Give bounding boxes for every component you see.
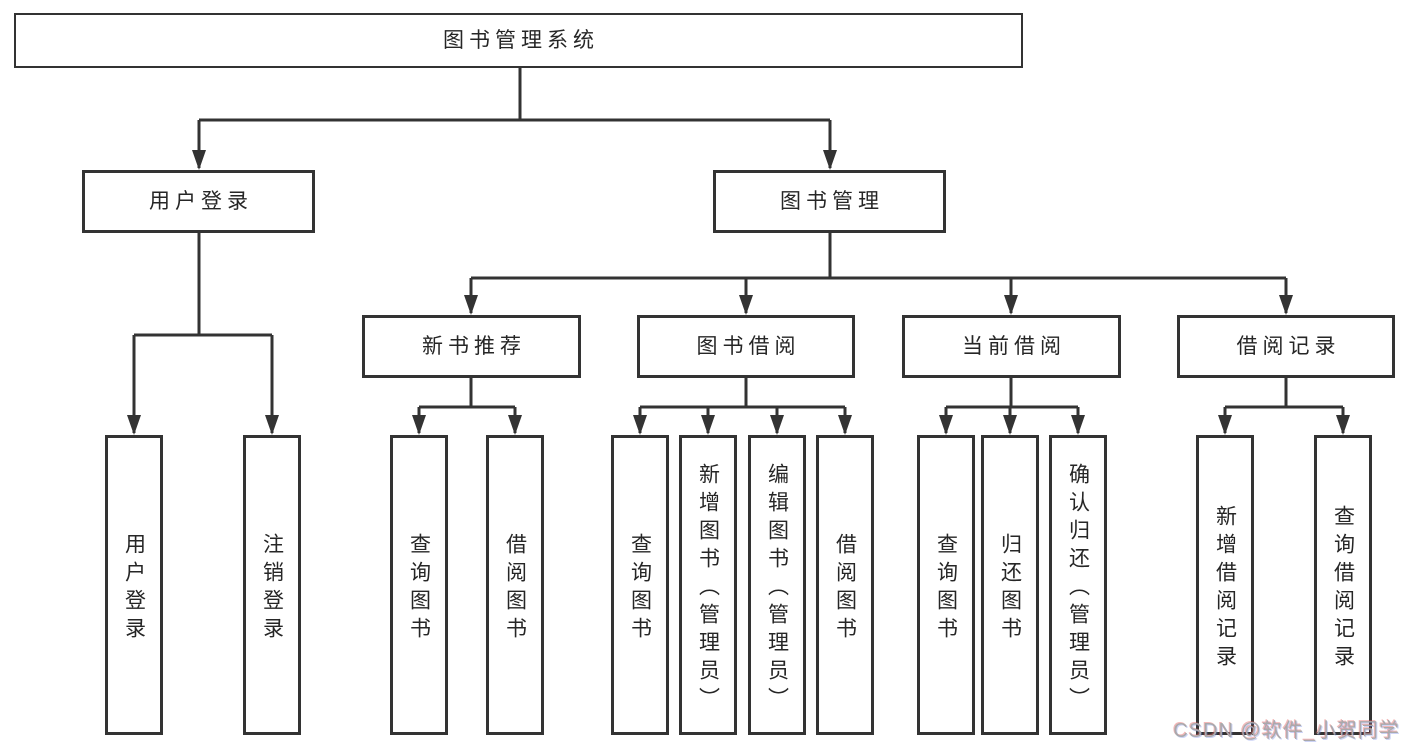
node-root: 图书管理系统 xyxy=(14,13,1023,68)
node-borrowing-records: 借阅记录 xyxy=(1177,315,1395,378)
node-current-borrowing: 当前借阅 xyxy=(902,315,1121,378)
node-user-login: 用户登录 xyxy=(82,170,315,233)
leaf-bb-query-books: 查询图书 xyxy=(611,435,669,735)
leaf-user-login: 用户登录 xyxy=(105,435,163,735)
leaf-nb-query-books: 查询图书 xyxy=(390,435,448,735)
leaf-br-add-record: 新增借阅记录 xyxy=(1196,435,1254,735)
leaf-cb-return-books: 归还图书 xyxy=(981,435,1039,735)
leaf-bb-edit-books-admin: 编辑图书（管理员） xyxy=(748,435,806,735)
leaf-nb-borrow-books: 借阅图书 xyxy=(486,435,544,735)
leaf-cb-confirm-return-admin: 确认归还（管理员） xyxy=(1049,435,1107,735)
leaf-cb-query-books: 查询图书 xyxy=(917,435,975,735)
leaf-logout: 注销登录 xyxy=(243,435,301,735)
leaf-bb-add-books-admin: 新增图书（管理员） xyxy=(679,435,737,735)
leaf-bb-borrow-books: 借阅图书 xyxy=(816,435,874,735)
node-new-book-recommend: 新书推荐 xyxy=(362,315,581,378)
node-book-management: 图书管理 xyxy=(713,170,946,233)
node-book-borrowing: 图书借阅 xyxy=(637,315,855,378)
leaf-br-query-record: 查询借阅记录 xyxy=(1314,435,1372,735)
csdn-watermark: CSDN @软件_小贺同学 xyxy=(1173,720,1400,742)
